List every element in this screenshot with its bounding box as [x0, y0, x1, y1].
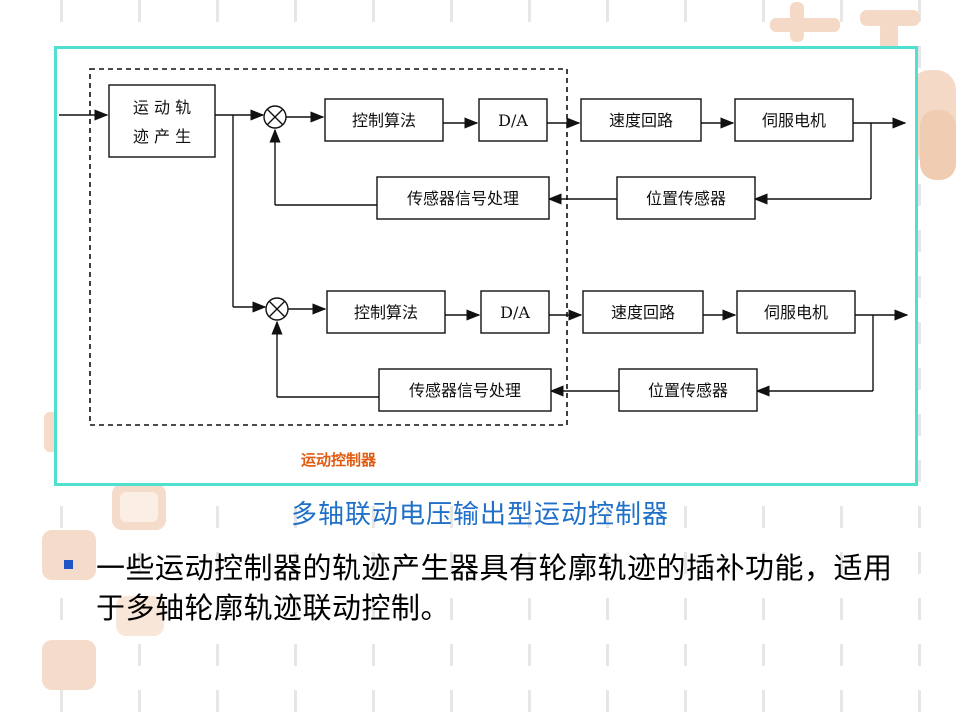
diagram-frame: 运动控制器 运 动 轨 迹 产 生 控制算法 D/A 速度回路 [54, 46, 918, 486]
channel-1: 控制算法 D/A 速度回路 伺服电机 位置传感器 传感器信号处理 [263, 98, 907, 220]
speed-loop-box [582, 290, 704, 334]
control-algorithm-label: 控制算法 [354, 303, 418, 322]
control-algorithm-box [324, 98, 444, 142]
position-sensor-label: 位置传感器 [646, 189, 726, 208]
da-label: D/A [498, 111, 528, 130]
servo-motor-label: 伺服电机 [764, 303, 828, 322]
servo-motor-label: 伺服电机 [762, 111, 826, 130]
servo-motor-box [736, 290, 856, 334]
bullet-item: 一些运动控制器的轨迹产生器具有轮廓轨迹的插补功能，适用于多轴轮廓轨迹联动控制。 [64, 548, 894, 628]
control-algorithm-box [326, 290, 446, 334]
da-label: D/A [500, 303, 530, 322]
speed-loop-label: 速度回路 [609, 111, 673, 130]
position-sensor-box [618, 368, 758, 412]
bg-stripe [918, 0, 921, 720]
trajectory-label-line1: 运 动 轨 [133, 98, 191, 117]
trajectory-label-line2: 迹 产 生 [133, 127, 191, 146]
control-algorithm-label: 控制算法 [352, 111, 416, 130]
seal-stamp-small [116, 596, 164, 636]
sensor-processing-box [378, 368, 552, 412]
controller-label: 运动控制器 [301, 451, 377, 469]
servo-motor-box [734, 98, 854, 142]
position-sensor-box [616, 176, 756, 220]
channel-2: 控制算法 D/A 速度回路 伺服电机 位置传感器 传感器信号处理 [265, 290, 909, 412]
da-converter-box [480, 290, 550, 334]
sensor-processing-box [376, 176, 550, 220]
sensor-processing-label: 传感器信号处理 [407, 189, 519, 208]
speed-loop-box [580, 98, 702, 142]
seal-stamp-small [112, 484, 166, 530]
seal-stamp-small [42, 640, 96, 690]
speed-loop-label: 速度回路 [611, 303, 675, 322]
seal-stamp-small [42, 530, 96, 580]
sensor-processing-label: 传感器信号处理 [409, 381, 521, 400]
bullet-text: 一些运动控制器的轨迹产生器具有轮廓轨迹的插补功能，适用于多轴轮廓轨迹联动控制。 [96, 551, 893, 625]
position-sensor-label: 位置传感器 [648, 381, 728, 400]
bullet-square-icon [64, 560, 73, 569]
trajectory-generator-box [108, 84, 216, 158]
block-diagram: 运动控制器 运 动 轨 迹 产 生 控制算法 D/A 速度回路 [59, 68, 909, 469]
controller-boundary [89, 68, 568, 426]
diagram-caption: 多轴联动电压输出型运动控制器 [290, 500, 669, 530]
da-converter-box [478, 98, 548, 142]
